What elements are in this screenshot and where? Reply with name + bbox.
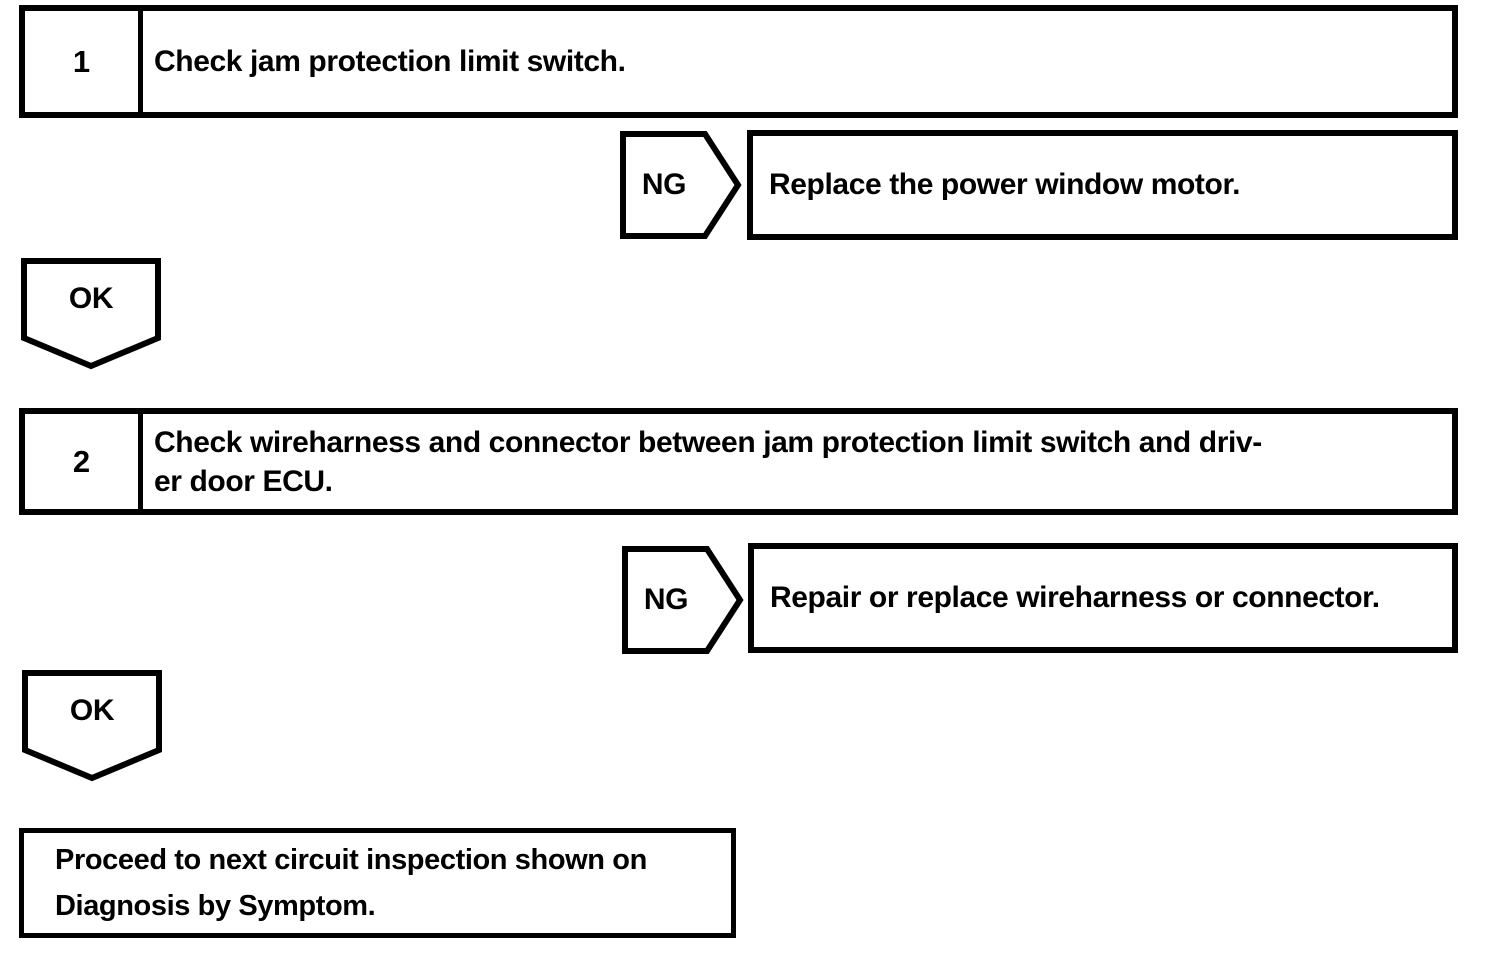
final-instruction-box: Proceed to next circuit inspection shown…: [19, 828, 736, 938]
step-2-ok-label: OK: [69, 694, 115, 727]
step-2-instruction-line: Check wireharness and connector between …: [154, 425, 1262, 459]
step-1-box: 1 Check jam protection limit switch.: [19, 5, 1458, 118]
step-1-ng-result-box: Replace the power window motor.: [747, 130, 1458, 240]
step-1-ok-label: OK: [68, 282, 114, 315]
step-1-ok-connector: OK: [21, 258, 161, 370]
step-1-ng-connector: NG: [620, 130, 742, 240]
ng-pentagon-right-icon: [620, 131, 742, 239]
step-2-instruction-line: er door ECU.: [154, 464, 333, 498]
step-2-ng-result-box: Repair or replace wireharness or connect…: [748, 543, 1458, 653]
step-1-ng-result-text: Replace the power window motor.: [769, 168, 1240, 201]
final-instruction-line: Proceed to next circuit inspection shown…: [55, 844, 647, 876]
ok-pentagon-down-icon: [21, 258, 161, 370]
step-2-box: 2 Check wireharness and connector betwee…: [19, 408, 1458, 515]
final-instruction-line: Diagnosis by Symptom.: [55, 890, 376, 922]
step-1-instruction-line: Check jam protection limit switch.: [154, 45, 626, 78]
ng-pentagon-right-icon: [622, 546, 744, 654]
step-1-instruction: Check jam protection limit switch.: [143, 11, 1452, 112]
step-2-ng-connector: NG: [622, 545, 744, 655]
step-2-ng-label: NG: [643, 583, 689, 616]
step-1-ng-label: NG: [641, 168, 687, 201]
ok-pentagon-down-icon: [22, 670, 162, 782]
step-2-instruction: Check wireharness and connector between …: [143, 414, 1452, 509]
step-1-number: 1: [25, 11, 143, 112]
step-2-ng-result-text: Repair or replace wireharness or connect…: [770, 581, 1380, 614]
step-2-number: 2: [25, 414, 143, 509]
step-2-ok-connector: OK: [22, 670, 162, 782]
